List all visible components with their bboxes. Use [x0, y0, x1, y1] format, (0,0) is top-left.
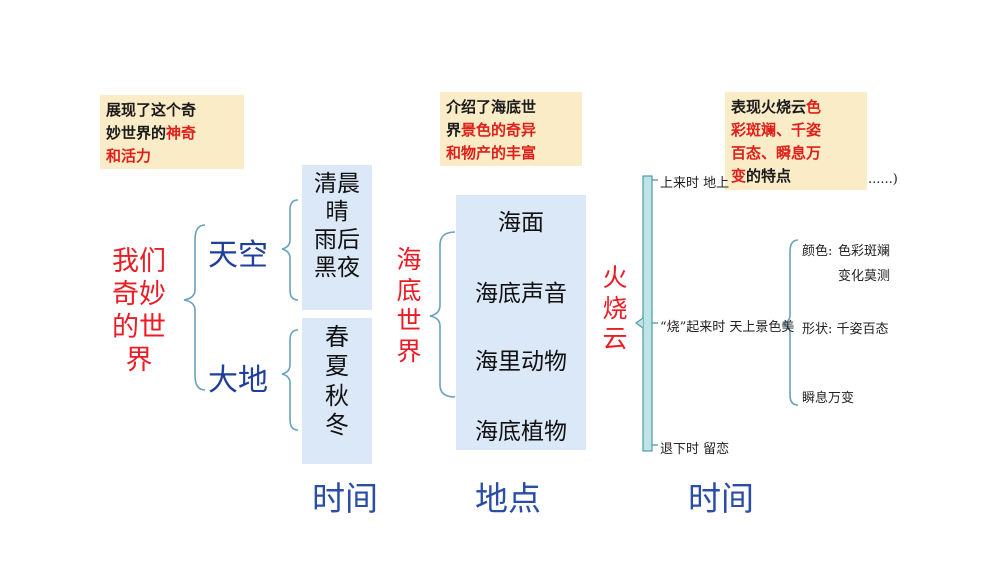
sea-item-2: 海底声音	[475, 281, 567, 307]
note-fire-cloud: 表现火烧云色 彩斑斓、千姿 百态、瞬息万 变的特点	[725, 92, 867, 190]
fire-cloud-root-label: 火 烧 云	[602, 263, 628, 353]
bracket-fire-cloud	[634, 175, 653, 452]
note-sea: 介绍了海底世 界景色的奇异 和物产的丰富	[440, 92, 582, 166]
bracket-earth	[281, 329, 299, 431]
note-world-highlight: 神奇 和活力	[106, 124, 197, 165]
earth-label: 大地	[208, 363, 268, 398]
sky-time-items: 清晨 晴 雨后 黑夜	[314, 171, 360, 282]
bracket-sky	[281, 199, 299, 301]
note-world: 展现了这个奇 妙世界的神奇 和活力	[100, 95, 244, 169]
caption-time-2: 时间	[688, 479, 754, 518]
sea-item-4: 海底植物	[475, 419, 567, 445]
row-rising: 上来时 地上	[660, 176, 730, 191]
caption-time-1: 时间	[312, 479, 378, 518]
caption-place: 地点	[475, 479, 541, 518]
bracket-sea	[429, 231, 456, 398]
note-fire-text-end: 的特点	[746, 167, 792, 185]
note-sea-text: 介绍了海底世 界	[446, 98, 537, 139]
detail-color-1: 色彩斑斓	[838, 244, 891, 259]
sea-root-label: 海 底 世 界	[396, 245, 422, 366]
row-burning: “烧”起来时 天上景色美	[660, 320, 795, 335]
earth-time-panel	[302, 318, 372, 464]
detail-color-label: 颜色:	[802, 244, 833, 259]
sky-label: 天空	[208, 238, 268, 273]
sea-places-panel	[456, 195, 586, 450]
sky-time-panel	[302, 165, 372, 310]
note-fire-highlight: 色 彩斑斓、千姿 百态、瞬息万 变	[731, 98, 822, 185]
note-sea-highlight: 景色的奇异 和物产的丰富	[446, 121, 537, 162]
row-fading: 退下时 留恋	[660, 442, 730, 457]
earth-time-items: 春 夏 秋 冬	[325, 323, 349, 439]
detail-color-2: 变化莫测	[838, 269, 891, 284]
detail-shape: 形状: 千姿百态	[802, 322, 889, 337]
bracket-details	[781, 239, 799, 406]
row-rising-tail: ......)	[868, 172, 898, 187]
note-world-text: 展现了这个奇 妙世界的	[106, 101, 197, 142]
sea-item-3: 海里动物	[475, 349, 567, 375]
bracket-root-1	[183, 224, 206, 391]
note-fire-text: 表现火烧云	[731, 98, 807, 116]
sea-item-1: 海面	[498, 210, 544, 236]
world-root-label: 我们 奇妙 的世 界	[112, 246, 166, 376]
detail-change: 瞬息万变	[802, 391, 855, 406]
